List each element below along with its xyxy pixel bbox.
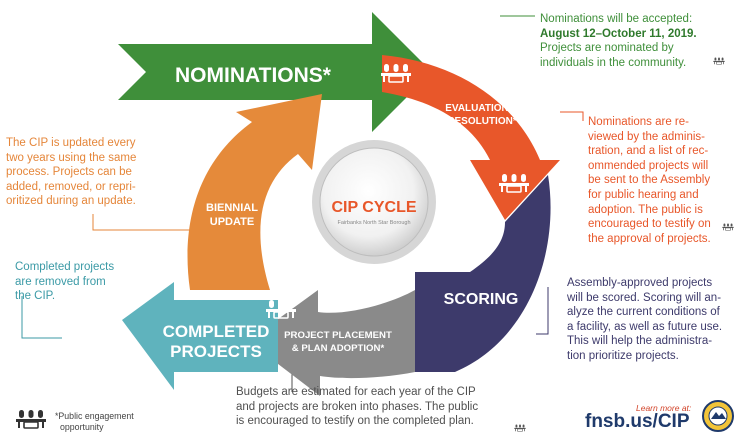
biennial-label-line2: UPDATE <box>210 216 254 228</box>
website-link[interactable]: fnsb.us/CIP <box>585 411 690 432</box>
biennial-label-line1: BIENNIAL <box>206 202 258 214</box>
completed-arrow <box>122 282 278 390</box>
evaluation-label-line2: & RESOLUTION* <box>437 116 517 127</box>
callout-connectors <box>21 15 584 392</box>
nominations-note: Nominations will be accepted: August 12–… <box>540 12 735 70</box>
scoring-label: SCORING <box>444 291 519 308</box>
center-subtitle: Fairbanks North Star Borough <box>337 220 410 226</box>
completed-label-line2: PROJECTS <box>170 342 262 361</box>
evaluation-note: Nominations are re- viewed by the admini… <box>588 116 711 245</box>
learn-more-text: Learn more at: <box>636 403 692 413</box>
legend-line1: *Public engagement <box>55 411 134 421</box>
nominations-label: NOMINATIONS* <box>175 64 332 87</box>
completed-label-line1: COMPLETED <box>163 322 270 341</box>
scoring-note: Assembly-approved projects will be score… <box>567 277 723 362</box>
placement-label-line1: PROJECT PLACEMENT <box>284 330 392 341</box>
placement-label-line2: & PLAN ADOPTION* <box>292 343 385 354</box>
legend: *Public engagement opportunity <box>55 411 165 432</box>
evaluation-label-line1: EVALUATION <box>445 103 509 114</box>
borough-seal-icon <box>702 400 734 432</box>
biennial-arrow <box>187 94 322 290</box>
nomination-dates: August 12–October 11, 2019. <box>540 27 697 40</box>
audience-icon <box>15 409 47 429</box>
cip-cycle-title: CIP CYCLE <box>331 199 416 216</box>
legend-line2: opportunity <box>60 421 104 432</box>
placement-arrow <box>248 290 415 396</box>
placement-note: Budgets are estimated for each year of t… <box>236 386 479 428</box>
completed-note: Completed projects are removed from the … <box>15 261 115 303</box>
nominations-arrow <box>118 12 432 132</box>
scoring-arrow <box>415 175 551 372</box>
biennial-note: The CIP is updated every two years using… <box>6 137 137 208</box>
